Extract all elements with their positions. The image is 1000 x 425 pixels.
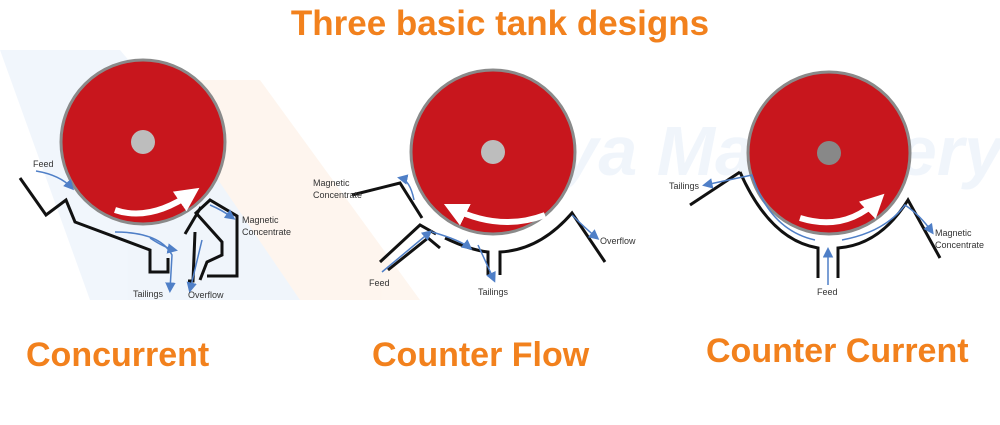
tank-wall xyxy=(738,171,820,278)
tank-wall xyxy=(498,210,607,275)
counter-current-diagram: Tailings Magnetic Concentrate Feed xyxy=(669,70,984,297)
tailings-flow-arrow xyxy=(477,244,496,283)
concentrate-flow-arrow xyxy=(397,174,415,201)
rotation-arrow xyxy=(443,203,547,226)
magnetic-concentrate-label: Magnetic xyxy=(242,215,279,225)
magnetic-concentrate-label: Concentrate xyxy=(313,190,362,200)
rotation-arrow xyxy=(799,193,885,226)
design-label-concurrent: Concurrent xyxy=(26,336,210,374)
feed-label: Feed xyxy=(33,159,54,169)
drum-shaft xyxy=(131,130,155,154)
tank-wall xyxy=(689,170,741,207)
tailings-label: Tailings xyxy=(478,287,509,297)
tank-wall xyxy=(188,231,197,283)
overflow-label: Overflow xyxy=(600,236,636,246)
drum-shaft xyxy=(481,140,505,164)
feed-flow-arrow xyxy=(431,231,473,250)
feed-flow-arrow xyxy=(381,230,433,273)
magnetic-concentrate-label: Magnetic xyxy=(313,178,350,188)
magnetic-concentrate-label: Concentrate xyxy=(242,227,291,237)
drum-shaft xyxy=(817,141,841,165)
page-title: Three basic tank designs xyxy=(290,4,710,43)
tank-wall xyxy=(387,236,441,272)
tank-wall xyxy=(836,197,942,278)
concurrent-diagram: Feed Magnetic Concentrate Tailings Overf… xyxy=(18,58,291,300)
rotation-arrow xyxy=(114,187,200,217)
feed-label: Feed xyxy=(817,287,838,297)
tank-wall xyxy=(351,181,424,219)
design-label-counter-current: Counter Current xyxy=(706,332,969,370)
concentrate-flow-arrow xyxy=(209,204,236,220)
tailings-label: Tailings xyxy=(669,181,700,191)
magnetic-concentrate-label: Magnetic xyxy=(935,228,972,238)
tank-wall xyxy=(378,223,437,264)
counter-flow-diagram: Magnetic Concentrate Overflow Feed Taili… xyxy=(313,68,636,297)
tailings-flow-arrow xyxy=(114,231,176,293)
tailings-label: Tailings xyxy=(133,289,164,299)
feed-flow-arrow xyxy=(35,170,75,191)
magnetic-concentrate-label: Concentrate xyxy=(935,240,984,250)
concentrate-flow-arrow xyxy=(841,203,934,241)
feed-label: Feed xyxy=(369,278,390,288)
overflow-flow-arrow xyxy=(571,214,600,240)
overflow-label: Overflow xyxy=(188,290,224,300)
design-label-counter-flow: Counter Flow xyxy=(372,336,590,374)
tank-wall xyxy=(444,236,490,275)
overflow-flow-arrow xyxy=(186,239,203,293)
tailings-flow-arrow xyxy=(702,174,816,241)
tailings-flow-arrow xyxy=(149,237,178,254)
tank-wall xyxy=(18,177,170,274)
tank-wall xyxy=(183,206,203,235)
